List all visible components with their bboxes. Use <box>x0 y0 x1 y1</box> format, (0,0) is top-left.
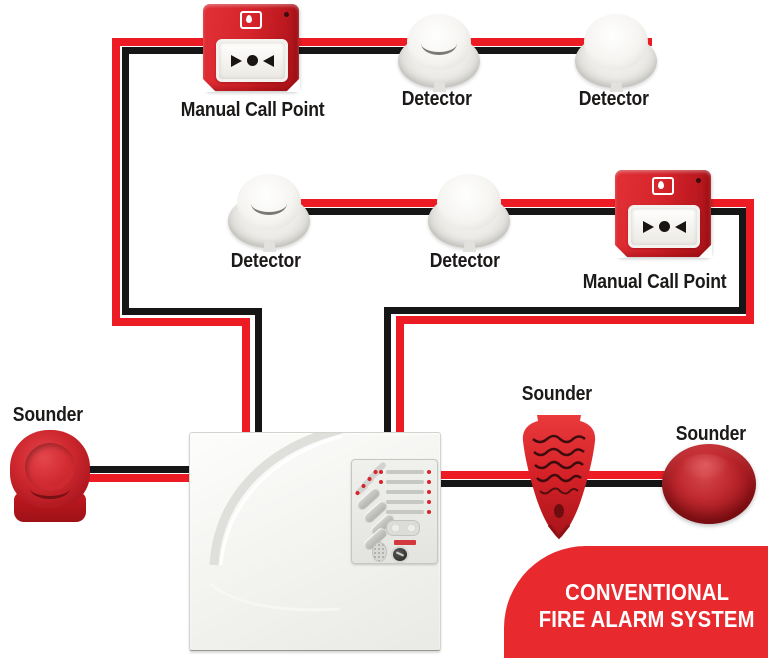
wall-sounder-shape <box>522 415 596 540</box>
wire-sounder-right-black <box>434 480 744 487</box>
zone-indicator-bar <box>386 500 431 504</box>
detector-2 <box>575 12 657 92</box>
manual-call-point-2 <box>614 170 712 258</box>
wire-zone1-black-left-drop <box>122 47 129 315</box>
corner-cut <box>286 78 300 92</box>
break-glass-element <box>628 205 700 248</box>
label-sounder-2: Sounder <box>521 383 593 405</box>
flame-icon <box>652 177 674 195</box>
zone-indicator-bar <box>379 470 431 474</box>
fire-alarm-control-panel <box>189 432 441 651</box>
label-detector-1: Detector <box>401 88 472 110</box>
badge-line-1: CONVENTIONAL <box>564 579 730 605</box>
speaker-grille <box>372 542 387 562</box>
button-cluster <box>386 520 420 536</box>
corner-cut <box>614 244 628 258</box>
zone-indicator-bar <box>386 490 431 494</box>
label-manual-call-point-1: Manual Call Point <box>181 99 325 121</box>
wire-zone1-black-top <box>122 47 649 54</box>
panel-keypad <box>351 459 438 564</box>
arrow-left-icon <box>262 54 274 67</box>
corner-cut <box>698 244 712 258</box>
label-detector-3: Detector <box>230 250 301 272</box>
wire-zone2-red-right-drop <box>746 199 754 324</box>
flame-icon <box>240 11 262 29</box>
wire-zone1-red-panel-drop <box>242 318 250 436</box>
break-glass-element <box>216 39 288 82</box>
wire-zone1-black-mid-run <box>122 308 262 315</box>
label-detector-2: Detector <box>578 88 649 110</box>
wire-sounder-left-black <box>76 466 196 473</box>
led-dot <box>284 12 289 17</box>
beacon-highlight <box>680 454 730 480</box>
wire-zone1-black-panel-drop <box>255 308 262 436</box>
wire-zone1-red-left-drop <box>112 38 120 326</box>
detector-1 <box>398 12 480 92</box>
arrow-left-icon <box>674 220 686 233</box>
sounder-3 <box>662 444 756 524</box>
zone-indicator-bar <box>379 480 431 484</box>
wire-zone2-red-mid-run <box>397 316 754 324</box>
arrow-right-icon <box>642 220 654 233</box>
wire-zone1-red-top <box>112 38 652 46</box>
badge-conventional-fire-alarm: CONVENTIONAL FIRE ALARM SYSTEM <box>504 546 768 658</box>
led-dot <box>696 178 701 183</box>
wire-sounder-left-red <box>76 474 196 482</box>
manual-call-point-1 <box>202 4 300 92</box>
detector-3 <box>228 172 310 252</box>
label-sounder-1: Sounder <box>12 404 84 426</box>
press-dot-icon <box>658 221 670 232</box>
wire-zone2-black-right-drop <box>739 208 746 314</box>
badge-line-2: FIRE ALARM SYSTEM <box>539 606 755 632</box>
brand-mark <box>394 540 416 545</box>
wire-sounder-right-red <box>434 471 746 479</box>
corner-cut <box>202 78 216 92</box>
sounder-1 <box>8 430 92 522</box>
label-manual-call-point-2: Manual Call Point <box>583 271 727 293</box>
wire-zone1-red-mid-run <box>112 318 250 326</box>
label-detector-4: Detector <box>429 250 500 272</box>
press-dot-icon <box>246 55 258 66</box>
label-sounder-3: Sounder <box>675 423 747 445</box>
sounder-arc <box>30 478 70 499</box>
detector-4 <box>428 172 510 252</box>
key-switch <box>393 548 407 561</box>
wire-zone2-black-mid-run <box>384 307 746 314</box>
zone-indicator-bar <box>386 510 431 514</box>
wire-zone2-red-panel-drop <box>396 316 404 436</box>
panel-swoosh-curve <box>208 433 344 612</box>
arrow-right-icon <box>230 54 242 67</box>
wire-zone2-black-panel-drop <box>384 307 391 436</box>
sounder-2 <box>519 411 599 543</box>
